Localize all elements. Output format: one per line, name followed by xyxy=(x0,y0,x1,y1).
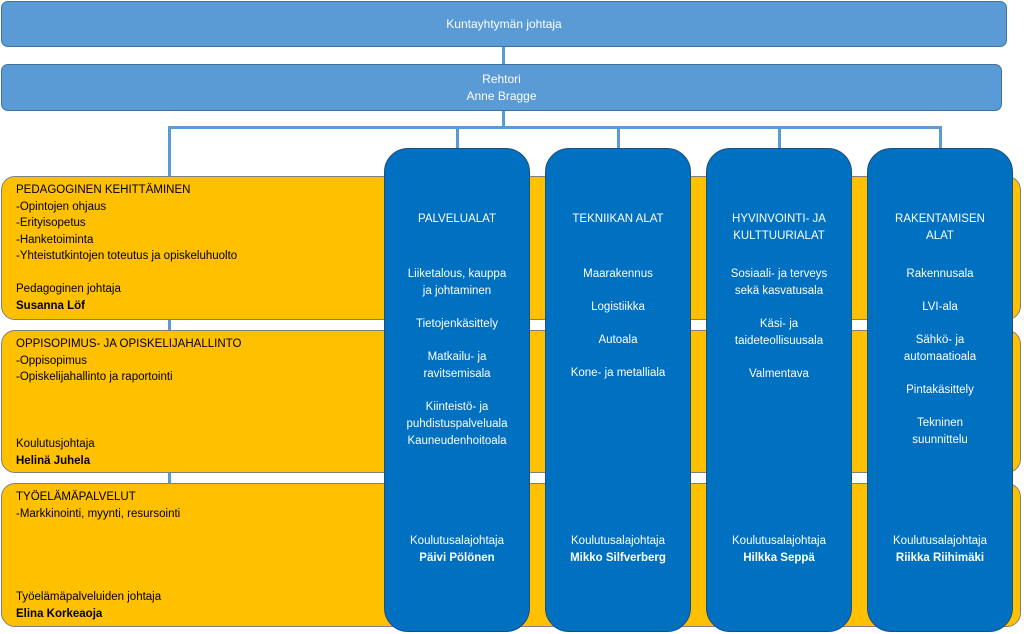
field-item: Sosiaali- ja terveys sekä kasvatusala xyxy=(730,268,828,297)
connector-bar xyxy=(168,126,942,129)
field-person: Mikko Silfverberg xyxy=(570,552,666,564)
connector-field-1 xyxy=(456,126,459,150)
field-item: Käsi- ja taideteollisuusala xyxy=(734,318,824,347)
field-title: TEKNIIKAN ALAT xyxy=(572,213,664,225)
field-item: Autoala xyxy=(598,334,638,346)
field-item: Kone- ja metalliala xyxy=(570,367,666,379)
field-title: HYVINVOINTI- JA KULTTUURIALAT xyxy=(732,213,826,242)
principal-box: Rehtori Anne Bragge xyxy=(1,64,1002,111)
field-role: Koulutusalajohtaja xyxy=(571,535,665,547)
field-item: Kiinteistö- ja puhdistuspalveluala Kaune… xyxy=(406,401,508,447)
connector-field-3 xyxy=(778,126,781,150)
connector-stem xyxy=(502,111,505,127)
unit-item: -Opiskelijahallinto ja raportointi xyxy=(16,371,173,383)
unit-item: -Oppisopimus xyxy=(16,354,87,367)
field-item: Tekninen suunnittelu xyxy=(912,417,968,446)
field-item: Pintakäsittely xyxy=(906,384,974,396)
field-technology: TEKNIIKAN ALAT Maarakennus Logistiikka A… xyxy=(545,148,691,632)
field-item: Valmentava xyxy=(749,368,809,380)
unit-heading: TYÖELÄMÄPALVELUT xyxy=(16,491,136,503)
field-person: Hilkka Seppä xyxy=(743,552,815,564)
unit-role: Pedagoginen johtaja xyxy=(16,283,121,295)
field-item: Liiketalous, kauppa ja johtaminen xyxy=(407,268,507,297)
principal-name: Anne Bragge xyxy=(466,88,537,103)
unit-item: -Yhteistutkintojen toteutus ja opiskeluh… xyxy=(16,250,238,262)
unit-item: -Erityisopetus xyxy=(16,217,86,229)
director-title: Kuntayhtymän johtaja xyxy=(446,17,562,31)
unit-person: Elina Korkeaoja xyxy=(16,608,103,620)
unit-person: Susanna Löf xyxy=(16,300,86,312)
field-item: Sähkö- ja automaatioala xyxy=(903,334,977,363)
field-item: Logistiikka xyxy=(591,301,645,313)
unit-item: -Hanketoiminta xyxy=(16,233,94,246)
unit-heading: PEDAGOGINEN KEHITTÄMINEN xyxy=(16,184,191,196)
field-item: Maarakennus xyxy=(583,268,653,280)
unit-item: -Markkinointi, myynti, resursointi xyxy=(16,507,181,520)
connector-field-4 xyxy=(939,126,942,150)
field-title: PALVELUALAT xyxy=(418,213,496,225)
field-title: RAKENTAMISEN ALAT xyxy=(895,213,985,242)
field-item: Tietojenkäsittely xyxy=(415,318,499,330)
field-item: Rakennusala xyxy=(906,268,974,280)
field-role: Koulutusalajohtaja xyxy=(893,535,987,547)
connector-field-2 xyxy=(617,126,620,150)
unit-heading: OPPISOPIMUS- JA OPISKELIJAHALLINTO xyxy=(16,338,242,350)
field-person: Riikka Riihimäki xyxy=(895,552,985,564)
field-role: Koulutusalajohtaja xyxy=(732,535,826,547)
unit-person: Helinä Juhela xyxy=(16,455,91,467)
unit-item: -Opintojen ohjaus xyxy=(16,200,107,213)
director-box: Kuntayhtymän johtaja xyxy=(1,1,1007,47)
field-wellbeing-culture: HYVINVOINTI- JA KULTTUURIALAT Sosiaali- … xyxy=(706,148,852,632)
field-construction: RAKENTAMISEN ALAT Rakennusala LVI-ala Sä… xyxy=(867,148,1013,632)
field-service: PALVELUALAT Liiketalous, kauppa ja johta… xyxy=(384,148,530,632)
field-item: Matkailu- ja ravitsemisala xyxy=(423,351,491,380)
field-role: Koulutusalajohtaja xyxy=(410,535,504,547)
principal-title: Rehtori xyxy=(482,71,521,86)
connector-top xyxy=(502,47,505,64)
unit-role: Koulutusjohtaja xyxy=(16,438,95,450)
field-item: LVI-ala xyxy=(922,301,958,313)
field-person: Päivi Pölönen xyxy=(419,552,495,564)
unit-role: Työelämäpalveluiden johtaja xyxy=(16,591,162,603)
